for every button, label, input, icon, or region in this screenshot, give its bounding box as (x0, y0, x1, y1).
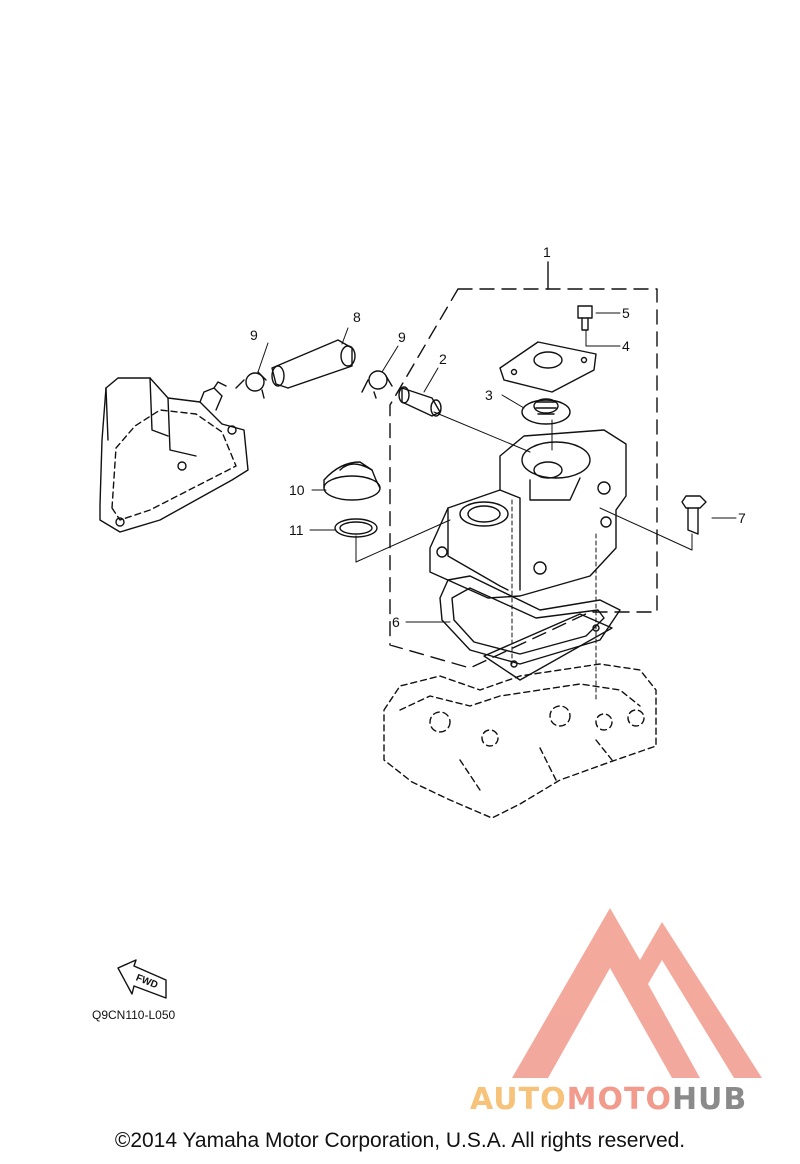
union-pipe (398, 386, 442, 417)
head-cover-body (429, 429, 627, 599)
callout-6: 6 (392, 614, 400, 630)
cylinder-head-outline (383, 663, 657, 819)
callout-9-left: 9 (250, 327, 258, 343)
assembly-boundary-dashed (389, 288, 658, 669)
callout-10: 10 (289, 482, 305, 498)
callout-8: 8 (353, 309, 361, 325)
thermostat-housing (99, 377, 249, 533)
hose-clip-right (361, 370, 393, 399)
head-cover-gasket (439, 575, 621, 665)
callout-5: 5 (622, 305, 630, 321)
breather-hose (271, 339, 356, 389)
callout-2: 2 (439, 351, 447, 367)
brand-auto: AUTO (470, 1082, 567, 1117)
brand-hub: HUB (671, 1082, 748, 1117)
callout-3: 3 (485, 387, 493, 403)
screw (577, 305, 593, 331)
watermark-brand: AUTOMOTOHUB (470, 1082, 747, 1117)
callout-7: 7 (738, 510, 746, 526)
o-ring (334, 518, 378, 538)
fwd-arrow (117, 959, 167, 999)
bolt (681, 495, 707, 535)
watermark-logo (512, 908, 762, 1078)
callout-labels: 1 2 3 4 5 6 7 8 9 9 10 11 FWD (134, 244, 746, 991)
cover-plate (499, 341, 597, 393)
callout-9-right: 9 (398, 329, 406, 345)
callout-11: 11 (289, 522, 304, 538)
callout-4: 4 (622, 338, 630, 354)
callout-1: 1 (543, 244, 551, 260)
oil-filler-cap (323, 461, 381, 501)
reference-code: Q9CN110-L050 (92, 1008, 176, 1022)
hose-clip-left (235, 371, 267, 399)
copyright-text: ©2014 Yamaha Motor Corporation, U.S.A. A… (114, 1129, 686, 1152)
leader-lines (257, 312, 737, 701)
breather-element (521, 398, 571, 425)
brand-moto: MOTO (566, 1082, 672, 1117)
